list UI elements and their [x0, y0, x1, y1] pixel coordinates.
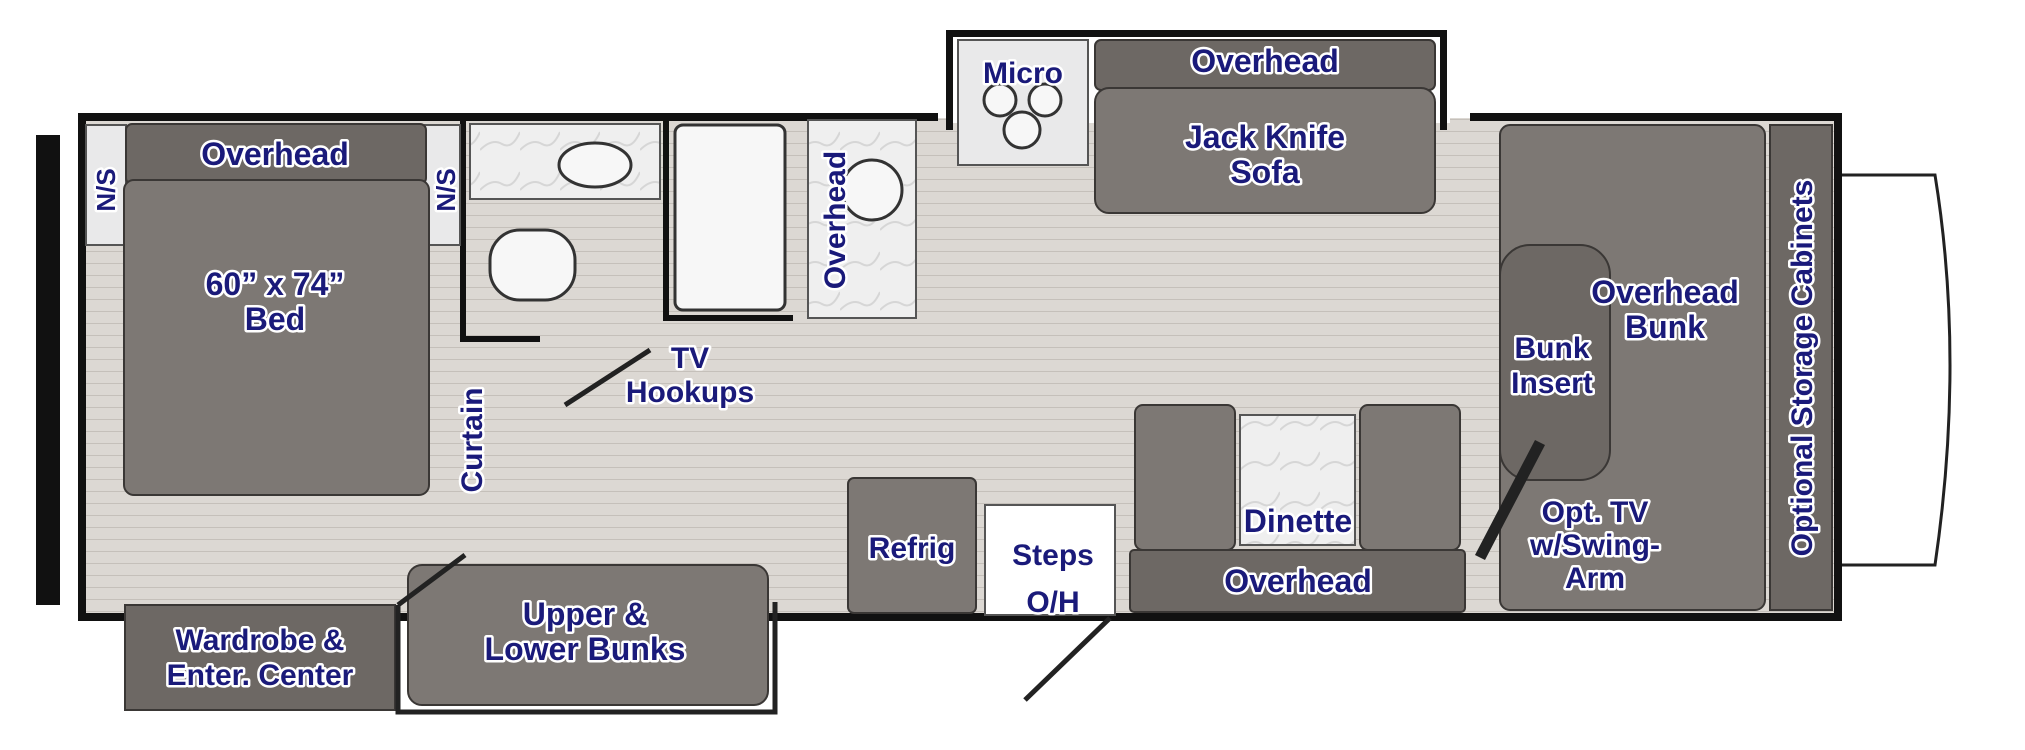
label-tv-hookups: TV	[671, 342, 709, 375]
opt-tv-arm	[1475, 440, 1545, 560]
label-tv-hookups: Hookups	[626, 376, 754, 409]
label-bed: Bed	[245, 301, 305, 337]
burner-icon	[982, 82, 1018, 118]
label-bunks: Lower Bunks	[485, 631, 686, 667]
tv-hookup-wall	[563, 347, 652, 408]
wardrobe-cabinet	[124, 604, 396, 711]
label-opt-tv: w/Swing-	[1529, 529, 1660, 562]
bed	[123, 179, 430, 496]
nightstand-right	[424, 124, 461, 246]
bath-sink-icon	[557, 141, 633, 189]
label-overhead-bedroom: Overhead	[201, 136, 349, 172]
rear-slide-wall	[395, 552, 778, 715]
label-steps-oh: O/H	[1026, 586, 1079, 619]
dinette-table	[1239, 414, 1356, 546]
walls	[36, 30, 1842, 621]
label-sofa: Sofa	[1230, 154, 1300, 190]
bunk-insert	[1499, 244, 1611, 481]
label-ns-right: N/S	[431, 168, 461, 211]
label-dinette: Dinette	[1244, 503, 1352, 539]
label-overhead-bunk: Bunk	[1625, 309, 1705, 345]
storage-cabinets	[1769, 124, 1833, 611]
label-bed-size: 60” x 74”	[206, 266, 345, 302]
label-overhead-dinette: Overhead	[1224, 563, 1372, 599]
toilet-icon	[488, 228, 577, 302]
entry-door	[1023, 616, 1112, 702]
burner-icon	[1027, 82, 1063, 118]
dinette-bench-right	[1359, 404, 1461, 551]
jack-knife-sofa	[1094, 87, 1436, 214]
label-bunks: Upper &	[523, 596, 647, 632]
label-micro: Micro	[983, 57, 1063, 90]
label-opt-tv: Opt. TV	[1542, 496, 1649, 529]
shower	[673, 123, 787, 312]
label-overhead-bunk: Overhead	[1591, 274, 1739, 310]
dinette-bench-left	[1134, 404, 1236, 551]
label-bunk-insert: Insert	[1511, 367, 1593, 400]
refrigerator	[847, 477, 977, 614]
label-curtain: Curtain	[456, 388, 489, 493]
burner-icon	[1002, 110, 1042, 150]
dinette-overhead-cabinet	[1129, 549, 1466, 613]
label-storage-cabinets: Optional Storage Cabinets	[1786, 180, 1819, 557]
label-refrig: Refrig	[869, 532, 956, 565]
label-overhead-slide: Overhead	[1191, 43, 1339, 79]
label-opt-tv: Arm	[1565, 562, 1625, 595]
label-wardrobe: Wardrobe &	[176, 624, 345, 657]
bunks	[407, 564, 769, 706]
label-steps: Steps	[1012, 539, 1094, 572]
label-bunk-insert: Bunk	[1515, 332, 1590, 365]
kitchen-sink-icon	[840, 158, 904, 222]
label-sofa: Jack Knife	[1185, 119, 1345, 155]
label-ns-left: N/S	[91, 168, 121, 211]
label-wardrobe: Enter. Center	[167, 659, 354, 692]
entry-steps	[984, 504, 1116, 616]
hitch-outline	[1842, 173, 1952, 567]
label-overhead-kitchen: Overhead	[819, 151, 852, 289]
